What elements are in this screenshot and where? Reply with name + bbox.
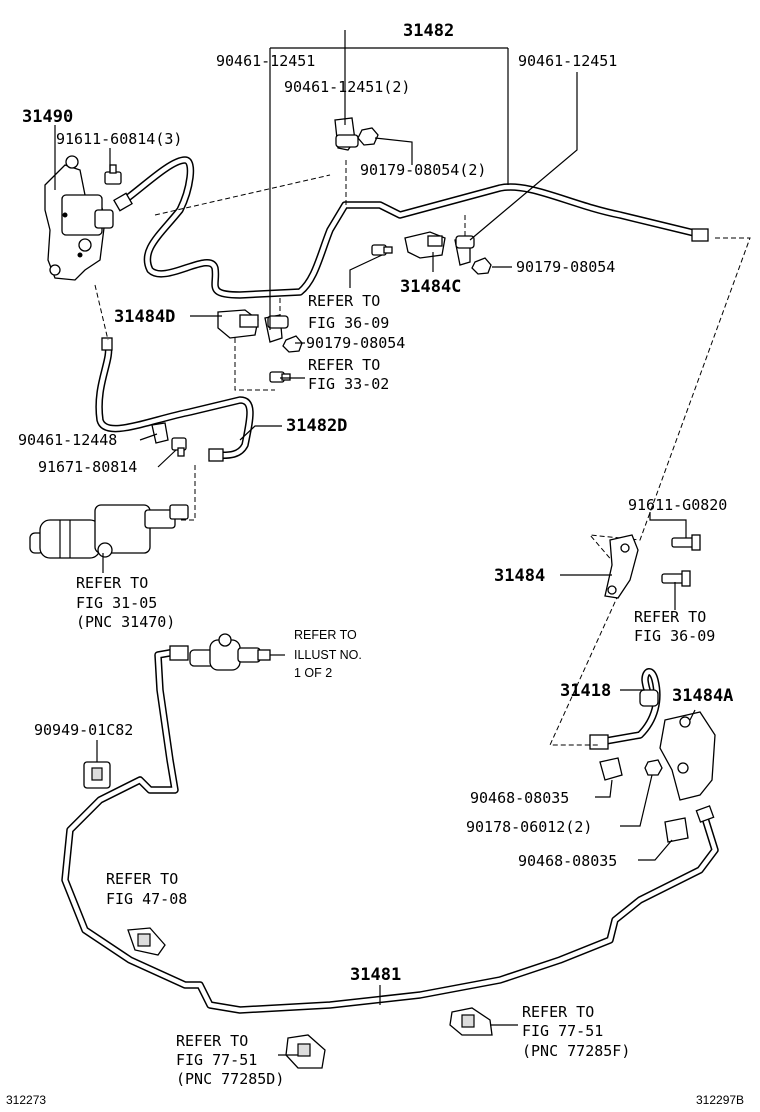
label-90461-12451-b: 90461-12451 — [518, 52, 617, 70]
clip-refer-fig-47-08 — [127, 927, 166, 956]
pipe-31482D — [95, 341, 254, 460]
label-refer-to-2: REFER TO — [308, 356, 380, 374]
label-90949-01C82: 90949-01C82 — [34, 721, 133, 739]
label-fig-31-05: FIG 31-05 — [76, 594, 157, 612]
bolt-91611-G0820 — [671, 534, 701, 551]
label-90179-08054-b: 90179-08054 — [306, 334, 405, 352]
label-fig-36-09-b: FIG 36-09 — [634, 627, 715, 645]
clip-90468-08035-bottom — [664, 817, 689, 843]
label-refer-to-5: REFER TO — [106, 870, 178, 888]
label-90178-06012-2: 90178-06012(2) — [466, 818, 592, 836]
label-refer-to-3: REFER TO — [634, 608, 706, 626]
bracket-31484A — [659, 711, 716, 801]
label-31484C: 31484C — [400, 277, 461, 297]
bolt-91611-60814 — [104, 164, 122, 185]
label-31490: 31490 — [22, 107, 73, 127]
label-31484: 31484 — [494, 566, 545, 586]
pipe-31482-upper — [118, 156, 706, 299]
assembly-dashed-lines — [94, 160, 751, 746]
label-31481: 31481 — [350, 965, 401, 985]
clamp-90461-12451-left — [264, 314, 289, 343]
label-refer-to-illust-1: REFER TO — [294, 628, 357, 642]
label-31482: 31482 — [403, 21, 454, 41]
bolt-91671-80814 — [171, 437, 187, 457]
pipe-fittings — [101, 192, 715, 823]
label-refer-to-illust-2: ILLUST NO. — [294, 648, 362, 662]
clip-refer-fig-77-51-f — [449, 1007, 493, 1036]
nut-90179-08054-2 — [357, 127, 379, 146]
label-90468-08035-a: 90468-08035 — [470, 789, 569, 807]
clamp-90461-12451-right — [454, 235, 475, 266]
nut-90179-08054-right — [471, 257, 492, 275]
footer-codes: 312273 312297B — [6, 1093, 744, 1107]
nut-90179-08054-mid — [282, 335, 303, 353]
label-fig-77-51-a: FIG 77-51 — [522, 1022, 603, 1040]
label-90461-12448: 90461-12448 — [18, 431, 117, 449]
label-fig-33-02: FIG 33-02 — [308, 375, 389, 393]
label-refer-to-7: REFER TO — [176, 1032, 248, 1050]
bracket-31484C — [404, 231, 446, 259]
nut-90178-06012 — [644, 759, 663, 776]
master-cylinder-31490 — [44, 155, 114, 281]
part-labels: 31482 90461-12451 90461-12451(2) 90461-1… — [18, 21, 733, 1088]
label-pnc-77285D: (PNC 77285D) — [176, 1070, 284, 1088]
label-91611-G0820: 91611-G0820 — [628, 496, 727, 514]
label-fig-77-51-b: FIG 77-51 — [176, 1051, 257, 1069]
label-91611-60814-3: 91611-60814(3) — [56, 130, 182, 148]
label-refer-to-1: REFER TO — [308, 292, 380, 310]
bolt-refer-fig-33-02 — [269, 371, 291, 383]
label-91671-80814: 91671-80814 — [38, 458, 137, 476]
label-refer-to-illust-3: 1 OF 2 — [294, 666, 332, 680]
label-31482D: 31482D — [286, 416, 347, 436]
bolt-refer-fig-36-09 — [371, 244, 393, 256]
pipe-31481 — [61, 648, 719, 1014]
clip-90949-01C82 — [83, 761, 111, 789]
leader-lines — [54, 30, 696, 1056]
label-31484A: 31484A — [672, 686, 733, 706]
label-90179-08054-a: 90179-08054 — [516, 258, 615, 276]
clamp-90461-12448 — [151, 422, 169, 444]
label-pnc-31470: (PNC 31470) — [76, 613, 175, 631]
clip-refer-fig-77-51-d — [285, 1034, 326, 1069]
label-31484D: 31484D — [114, 307, 175, 327]
label-90461-12451-2: 90461-12451(2) — [284, 78, 410, 96]
footer-left-code: 312273 — [6, 1093, 46, 1107]
label-pnc-77285F: (PNC 77285F) — [522, 1042, 630, 1060]
clamp-90461-12451-2 — [334, 117, 359, 151]
label-refer-to-4: REFER TO — [76, 574, 148, 592]
label-fig-47-08: FIG 47-08 — [106, 890, 187, 908]
bolt-refer-fig-36-09-right — [661, 570, 691, 587]
label-90468-08035-b: 90468-08035 — [518, 852, 617, 870]
footer-right-code: 312297B — [696, 1093, 744, 1107]
clutch-hose-connector — [189, 633, 271, 671]
label-fig-36-09-a: FIG 36-09 — [308, 314, 389, 332]
clip-90468-08035-top — [599, 757, 623, 781]
label-90179-08054-2: 90179-08054(2) — [360, 161, 486, 179]
label-refer-to-6: REFER TO — [522, 1003, 594, 1021]
label-31418: 31418 — [560, 681, 611, 701]
bracket-31484D — [217, 309, 259, 339]
release-cylinder — [29, 504, 189, 559]
label-90461-12451-a: 90461-12451 — [216, 52, 315, 70]
bracket-31484 — [604, 534, 639, 599]
